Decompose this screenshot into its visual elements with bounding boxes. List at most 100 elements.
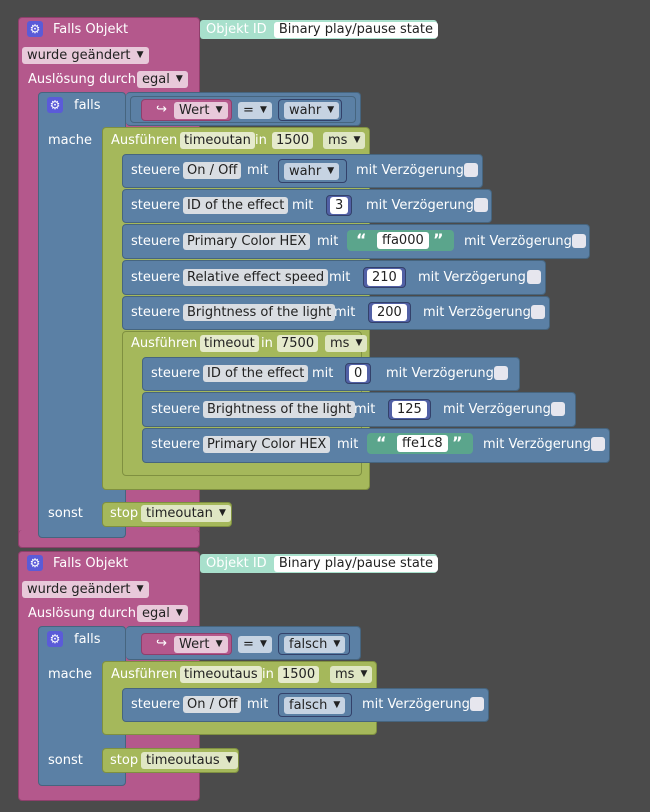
timeout-value[interactable]: 1500 xyxy=(272,132,314,149)
operator-dropdown[interactable]: =▼ xyxy=(238,102,272,119)
gear-icon[interactable]: ⚙ xyxy=(47,97,63,113)
control-target[interactable]: On / Off xyxy=(183,162,242,179)
delay-label: mit Verzögerung xyxy=(464,234,572,249)
steuere-label: steuere xyxy=(131,305,181,320)
delay-checkbox[interactable] xyxy=(551,402,565,416)
trigger-label: Auslösung durch xyxy=(28,72,137,87)
delay-label: mit Verzögerung xyxy=(423,305,531,320)
timeout-name[interactable]: timeoutaus xyxy=(180,666,262,683)
number-value[interactable]: 210 xyxy=(367,269,402,286)
bool-dropdown[interactable]: wahr ▼ xyxy=(284,102,340,119)
gear-icon[interactable]: ⚙ xyxy=(47,631,63,647)
trigger-dropdown[interactable]: egal▼ xyxy=(137,71,188,88)
delay-checkbox[interactable] xyxy=(474,198,488,212)
string-value[interactable]: ffe1c8 xyxy=(397,435,448,452)
string-block[interactable]: “ ffa000 ” xyxy=(347,230,454,251)
mit-label: mit xyxy=(337,437,359,452)
control-target[interactable]: Brightness of the light xyxy=(183,304,336,321)
mit-label: mit xyxy=(334,305,356,320)
value-dropdown[interactable]: Wert▼ xyxy=(174,636,228,653)
mit-label: mit xyxy=(312,366,334,381)
timeout-name[interactable]: timeout xyxy=(200,335,259,352)
bool-dropdown[interactable]: wahr▼ xyxy=(284,163,340,180)
timeout-in: in xyxy=(261,336,273,351)
delay-checkbox[interactable] xyxy=(527,270,541,284)
chevron-down-icon: ▼ xyxy=(259,639,267,649)
chevron-down-icon: ▼ xyxy=(333,700,341,710)
string-value[interactable]: ffa000 xyxy=(377,232,429,249)
number-block[interactable]: 0 xyxy=(345,363,372,384)
timeout-name[interactable]: timeoutan xyxy=(180,132,255,149)
trigger-dropdown[interactable]: egal▼ xyxy=(137,605,188,622)
timeout-unit[interactable]: ms ▼ xyxy=(330,666,373,683)
number-value[interactable]: 125 xyxy=(392,401,427,418)
number-block[interactable]: 200 xyxy=(368,302,411,323)
stop-label: stop xyxy=(110,506,139,521)
number-block[interactable]: 3 xyxy=(326,195,353,216)
cond-val: wahr xyxy=(289,103,322,118)
cond-op: = xyxy=(243,103,254,118)
number-block[interactable]: 210 xyxy=(363,267,406,288)
number-block[interactable]: 125 xyxy=(388,399,431,420)
object-id-value[interactable]: Binary play/pause state xyxy=(273,22,438,38)
stop-dropdown[interactable]: timeoutaus▼ xyxy=(141,752,238,769)
trigger-value: egal xyxy=(142,606,170,621)
trigger-label: Auslösung durch xyxy=(28,606,137,621)
timeout-value[interactable]: 7500 xyxy=(277,335,319,352)
event-title: Falls Objekt xyxy=(53,556,129,571)
gear-icon[interactable]: ⚙ xyxy=(27,21,43,37)
stop-name: timeoutaus xyxy=(146,753,220,768)
if-label: falls xyxy=(74,632,101,647)
chevron-down-icon: ▼ xyxy=(259,105,267,115)
close-quote-icon: ” xyxy=(452,433,463,452)
unit-value: ms xyxy=(335,667,355,682)
value-dropdown[interactable]: Wert▼ xyxy=(174,102,228,119)
stop-dropdown[interactable]: timeoutan▼ xyxy=(141,505,231,522)
number-value[interactable]: 0 xyxy=(349,365,368,382)
changed-dropdown[interactable]: wurde geändert▼ xyxy=(22,581,149,598)
chevron-down-icon: ▼ xyxy=(218,508,226,518)
delay-label: mit Verzögerung xyxy=(366,198,474,213)
timeout-unit[interactable]: ms▼ xyxy=(323,132,366,149)
steuere-label: steuere xyxy=(131,198,181,213)
changed-dropdown[interactable]: wurde geändert▼ xyxy=(22,47,149,64)
control-target[interactable]: Primary Color HEX xyxy=(183,233,311,250)
bool-dropdown[interactable]: falsch▼ xyxy=(284,697,346,714)
steuere-label: steuere xyxy=(131,697,181,712)
string-block[interactable]: “ ffe1c8 ” xyxy=(367,433,473,454)
control-target[interactable]: Relative effect speed xyxy=(183,269,329,286)
control-target[interactable]: On / Off xyxy=(183,696,242,713)
number-value[interactable]: 200 xyxy=(372,304,407,321)
object-id-field[interactable]: Objekt ID Binary play/pause state xyxy=(200,20,438,39)
chevron-down-icon: ▼ xyxy=(360,669,368,679)
object-id-value[interactable]: Binary play/pause state xyxy=(273,556,438,572)
timeout-value[interactable]: 1500 xyxy=(278,666,320,683)
steuere-label: steuere xyxy=(131,270,181,285)
timeout-label: Ausführen xyxy=(111,133,178,148)
chevron-down-icon: ▼ xyxy=(353,135,361,145)
operator-dropdown[interactable]: =▼ xyxy=(238,636,272,653)
delay-checkbox[interactable] xyxy=(470,697,484,711)
control-target[interactable]: Brightness of the light xyxy=(203,401,356,418)
cond-val: falsch xyxy=(289,637,328,652)
trigger-value: egal xyxy=(142,72,170,87)
gear-icon[interactable]: ⚙ xyxy=(27,555,43,571)
control-target[interactable]: ID of the effect xyxy=(183,197,289,214)
mit-label: mit xyxy=(329,270,351,285)
chevron-down-icon: ▼ xyxy=(215,105,223,115)
return-arrow-icon: ↪ xyxy=(156,102,167,117)
timeout-unit[interactable]: ms▼ xyxy=(325,335,368,352)
bool-dropdown[interactable]: falsch▼ xyxy=(284,636,346,653)
delay-checkbox[interactable] xyxy=(591,437,605,451)
delay-checkbox[interactable] xyxy=(572,234,586,248)
object-id-field[interactable]: Objekt ID Binary play/pause state xyxy=(200,554,438,573)
chevron-down-icon: ▼ xyxy=(327,105,335,115)
number-value[interactable]: 3 xyxy=(330,197,349,214)
delay-label: mit Verzögerung xyxy=(483,437,591,452)
control-target[interactable]: ID of the effect xyxy=(203,365,309,382)
control-target[interactable]: Primary Color HEX xyxy=(203,436,331,453)
delay-checkbox[interactable] xyxy=(464,163,478,177)
delay-checkbox[interactable] xyxy=(531,305,545,319)
delay-checkbox[interactable] xyxy=(494,366,508,380)
cond-op: = xyxy=(243,637,254,652)
